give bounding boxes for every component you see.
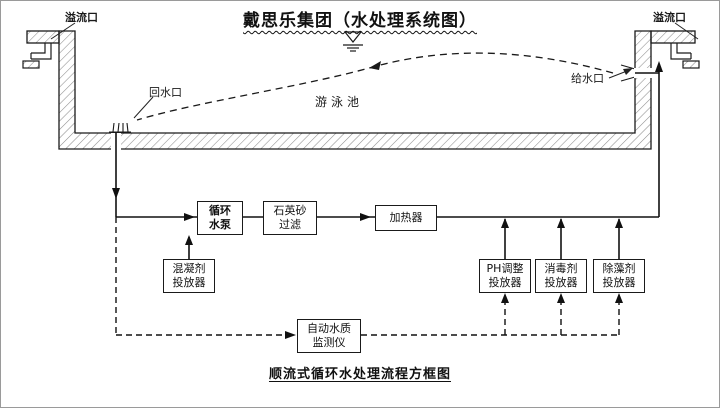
pool-name-label: 游泳池 bbox=[315, 95, 364, 109]
supply-port-label: 给水口 bbox=[571, 72, 604, 85]
heater-block: 加热器 bbox=[375, 205, 437, 231]
return-grate-icon bbox=[109, 122, 131, 133]
coagulant-feeder-block: 混凝剂 投放器 bbox=[163, 259, 215, 293]
dashed-arrowheads bbox=[285, 293, 623, 339]
overflow-drain-right bbox=[670, 43, 700, 69]
water-quality-monitor-block: 自动水质 监测仪 bbox=[297, 319, 361, 353]
overflow-drain-left bbox=[22, 43, 52, 69]
disinfectant-feeder-block: 消毒剂 投放器 bbox=[535, 259, 587, 293]
caption-row: 顺流式循环水处理流程方框图 bbox=[1, 363, 719, 382]
overflow-right-label: 溢流口 bbox=[653, 11, 686, 24]
water-level-icon bbox=[343, 31, 363, 52]
pipe-arrowheads bbox=[112, 61, 663, 245]
ph-feeder-block: PH调整 投放器 bbox=[479, 259, 531, 293]
return-port-label: 回水口 bbox=[149, 86, 182, 99]
page-title: 戴思乐集团（水处理系统图） bbox=[243, 11, 477, 31]
diagram-caption: 顺流式循环水处理流程方框图 bbox=[268, 367, 451, 382]
supply-nozzle-icon bbox=[620, 64, 636, 82]
title-row: 戴思乐集团（水处理系统图） bbox=[1, 6, 719, 31]
pump-block: 循环 水泵 bbox=[197, 201, 243, 235]
pool-flow-curve bbox=[136, 52, 614, 121]
overflow-left-label: 溢流口 bbox=[65, 11, 98, 24]
pool-walls bbox=[26, 30, 696, 150]
algaecide-feeder-block: 除藻剂 投放器 bbox=[593, 259, 645, 293]
leader-lines bbox=[50, 22, 699, 119]
supply-leader-arrowhead bbox=[623, 68, 633, 75]
filter-block: 石英砂 过滤 bbox=[263, 201, 317, 235]
